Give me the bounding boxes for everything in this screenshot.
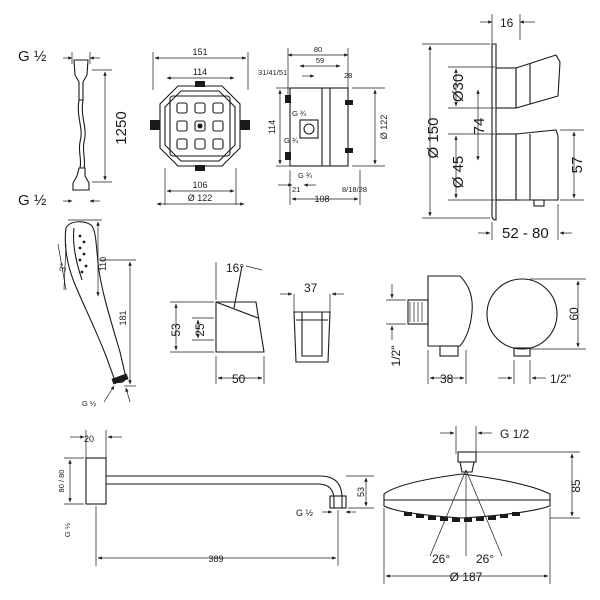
hand-shower-d110: 110: [98, 257, 108, 271]
thermostat-drawing: 16 Ø 150 Ø30 74 Ø 45 57 52 - 80: [422, 14, 586, 242]
box-width-base: 106: [192, 180, 207, 190]
box-octagon-outer: [159, 85, 241, 167]
arm-thread-right: G ½: [296, 508, 314, 518]
thermo-upper-handle: [515, 54, 561, 109]
hose-length-label: 1250: [113, 111, 130, 144]
side-g-top: G ¾: [292, 109, 307, 118]
shower-arm-drawing: 20 80 / 80 G ½ 53 G ½ 389: [57, 430, 374, 566]
arm-d80: 80 / 80: [57, 470, 66, 493]
hand-shower-body: [64, 221, 127, 384]
holder-d50: 50: [232, 372, 246, 386]
thermo-d74: 74: [471, 118, 488, 135]
shower-hose-drawing: G ½ 1250 G ½: [18, 48, 130, 209]
side-g-mid: G ¾: [284, 136, 299, 145]
hose-thread-bottom-label: G ½: [18, 192, 47, 209]
side-diameter: Ø 122: [379, 115, 389, 140]
holder-d25: 25: [193, 323, 207, 337]
ibox-side-drawing: 80 59 31/41/51 28 114 G ¾ G ¾ Ø 122 G ¾ …: [258, 45, 389, 205]
hose-bottom-nut: [72, 167, 90, 191]
overhead-nozzles: [404, 512, 520, 522]
thermo-d45: Ø 45: [450, 156, 467, 189]
outlet-d60: 60: [567, 307, 581, 321]
holder-d53: 53: [169, 323, 183, 337]
arm-length: 389: [208, 554, 223, 564]
overhead-ball-joint: [459, 461, 475, 473]
thermo-lower-handle: [515, 129, 559, 201]
thermo-d57: 57: [569, 157, 586, 174]
outlet-side-body: [427, 275, 473, 347]
side-range-top: 31/41/51: [258, 68, 287, 77]
overhead-diameter: Ø 187: [450, 570, 483, 584]
hose-body: [77, 99, 82, 169]
side-d108: 108: [314, 194, 329, 204]
thermo-plate: [491, 43, 497, 221]
ibox-front-drawing: 151 114 106 Ø 122: [150, 47, 250, 206]
hand-shower-d181: 181: [118, 310, 128, 325]
thermo-depth: 52 - 80: [502, 225, 549, 242]
arm-thread-left: G ½: [63, 522, 72, 537]
box-width-inner: 114: [193, 67, 207, 77]
hand-shower-angle: 3°: [57, 262, 68, 273]
outlet-front-circle: [486, 278, 558, 350]
hand-shower-thread: G ½: [82, 399, 97, 408]
thermo-d30: Ø30: [450, 74, 467, 102]
arm-d20: 20: [84, 434, 94, 444]
arm-wall-rosette: [85, 457, 107, 505]
side-d59: 59: [316, 56, 324, 65]
wall-outlet-drawing: 1/2" 38 60 1/2": [386, 275, 586, 386]
side-d80: 80: [314, 45, 322, 54]
side-valve-body: [299, 119, 319, 139]
outlet-thread-bottom: 1/2": [550, 372, 571, 386]
side-range-bottom: 8/18/28: [342, 185, 367, 194]
porter-d37: 37: [304, 281, 318, 295]
hose-thread-top-label: G ½: [18, 48, 47, 65]
outlet-thread-side: 1/2": [389, 346, 403, 367]
outlet-d38: 38: [440, 372, 454, 386]
overhead-height: 85: [569, 479, 583, 493]
holder-angle: 16°: [226, 261, 244, 275]
arm-tube-top: [106, 475, 343, 508]
overhead-angle-right: 26°: [476, 552, 494, 566]
overhead-angle-left: 26°: [432, 552, 450, 566]
overhead-head: [383, 473, 551, 519]
side-g-bottom: G ¾: [298, 171, 313, 180]
wall-holder-drawing: 16° 53 25 50: [169, 261, 265, 386]
thermo-d150: Ø 150: [425, 118, 442, 159]
porter-drawing: 37: [280, 281, 344, 363]
box-width-outer: 151: [192, 47, 207, 57]
overhead-shower-drawing: G 1/2 26° 26° 85 Ø 187: [383, 426, 583, 584]
box-diameter: Ø 122: [188, 193, 213, 203]
porter-body: [293, 311, 331, 363]
side-height: 114: [267, 120, 277, 134]
box-grid-holes: [176, 102, 224, 150]
arm-d53: 53: [356, 487, 366, 497]
hand-shower-drawing: 110 181 3° G ½: [57, 219, 136, 408]
thermo-d16: 16: [500, 16, 514, 30]
hose-top-nut: [73, 59, 89, 101]
overhead-thread: G 1/2: [500, 427, 530, 441]
holder-body: [215, 301, 265, 353]
side-d21: 21: [292, 185, 300, 194]
side-box-body: [289, 87, 349, 167]
